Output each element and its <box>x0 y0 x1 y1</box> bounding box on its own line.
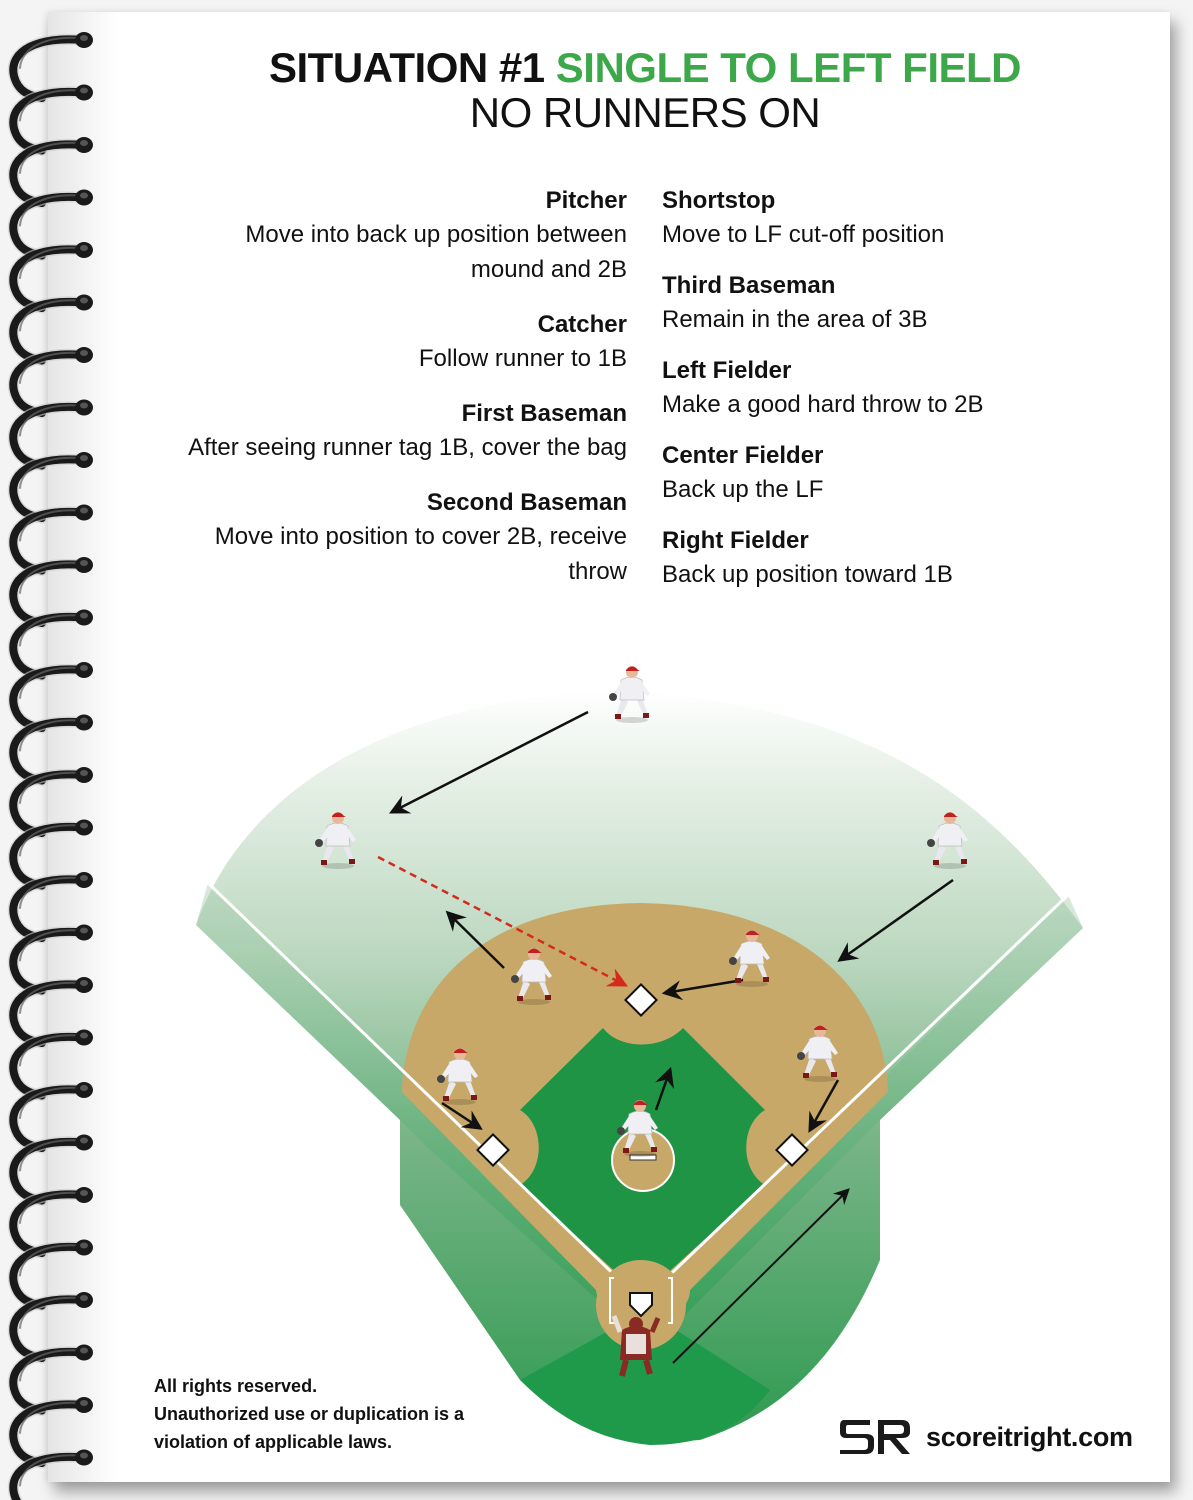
role-title: Catcher <box>537 311 627 338</box>
batters-box-left <box>609 1277 614 1324</box>
role-action: Move into position to cover 2B, receive … <box>214 523 627 585</box>
role-action: Make a good hard throw to 2B <box>662 391 984 418</box>
role-catcher: Catcher Follow runner to 1B <box>140 309 627 376</box>
first-baseman-arrow <box>808 1079 840 1133</box>
role-right-fielder: Right Fielder Back up position toward 1B <box>662 525 1142 592</box>
legal-notice: All rights reserved. Unauthorized use or… <box>154 1372 464 1456</box>
first-base-icon <box>775 1133 809 1167</box>
legal-line: All rights reserved. <box>154 1376 318 1396</box>
foul-line-left <box>206 881 632 1292</box>
role-shortstop: Shortstop Move to LF cut-off position <box>662 185 1142 252</box>
role-action: Remain in the area of 3B <box>662 306 928 333</box>
catcher-figure <box>611 1315 661 1377</box>
spiral-binding-icon <box>0 0 140 1500</box>
third-baseman-arrow <box>441 1101 483 1130</box>
role-title: First Baseman <box>461 400 627 427</box>
foul-line-right <box>652 893 1070 1292</box>
role-left-fielder: Left Fielder Make a good hard throw to 2… <box>662 355 1142 422</box>
role-third-baseman: Third Baseman Remain in the area of 3B <box>662 270 1142 337</box>
center-fielder-arrow <box>389 710 589 814</box>
legal-line: violation of applicable laws. <box>154 1432 393 1452</box>
role-action: After seeing runner tag 1B, cover the ba… <box>188 434 627 461</box>
legal-line: Unauthorized use or duplication is a <box>154 1404 465 1424</box>
role-action: Move into back up position between mound… <box>245 221 627 283</box>
role-title: Shortstop <box>662 187 776 214</box>
backstop-grass <box>520 1330 770 1445</box>
brand-url-link[interactable]: scoreitright.com <box>926 1421 1133 1452</box>
right-fielder-arrow <box>837 878 954 962</box>
catcher-arrow <box>672 1188 850 1364</box>
second-baseman-arrow <box>661 978 744 1001</box>
role-title: Third Baseman <box>662 272 836 299</box>
title-highlight: SINGLE TO LEFT FIELD <box>555 44 1022 91</box>
left-fielder-throw-line <box>377 855 628 987</box>
page-subtitle: NO RUNNERS ON <box>469 89 821 136</box>
role-title: Center Fielder <box>662 442 824 469</box>
role-title: Second Baseman <box>426 489 627 516</box>
role-title: Right Fielder <box>662 527 809 554</box>
role-second-baseman: Second Baseman Move into position to cov… <box>140 487 627 589</box>
shortstop-arrow <box>445 910 505 969</box>
third-base-icon <box>476 1133 510 1167</box>
instructions-left-column: Pitcher Move into back up position betwe… <box>140 185 627 607</box>
instructions-right-column: Shortstop Move to LF cut-off position Th… <box>662 185 1142 610</box>
role-title: Left Fielder <box>662 357 792 384</box>
role-title: Pitcher <box>545 187 627 214</box>
role-action: Back up position toward 1B <box>662 561 953 588</box>
role-pitcher: Pitcher Move into back up position betwe… <box>140 185 627 287</box>
role-first-baseman: First Baseman After seeing runner tag 1B… <box>140 398 627 465</box>
home-plate-icon <box>629 1292 653 1318</box>
second-base-icon <box>624 983 658 1017</box>
batters-box-right <box>668 1277 673 1324</box>
role-action: Move to LF cut-off position <box>662 221 945 248</box>
sr-logo-icon <box>840 1420 910 1454</box>
role-action: Follow runner to 1B <box>418 345 627 372</box>
pitcher-arrow <box>654 1066 674 1111</box>
brand-footer: scoreitright.com <box>838 1418 1133 1456</box>
title-prefix: SITUATION #1 <box>269 44 545 91</box>
role-center-fielder: Center Fielder Back up the LF <box>662 440 1142 507</box>
role-action: Back up the LF <box>662 476 824 503</box>
page-title: SITUATION #1 SINGLE TO LEFT FIELD <box>150 44 1140 92</box>
